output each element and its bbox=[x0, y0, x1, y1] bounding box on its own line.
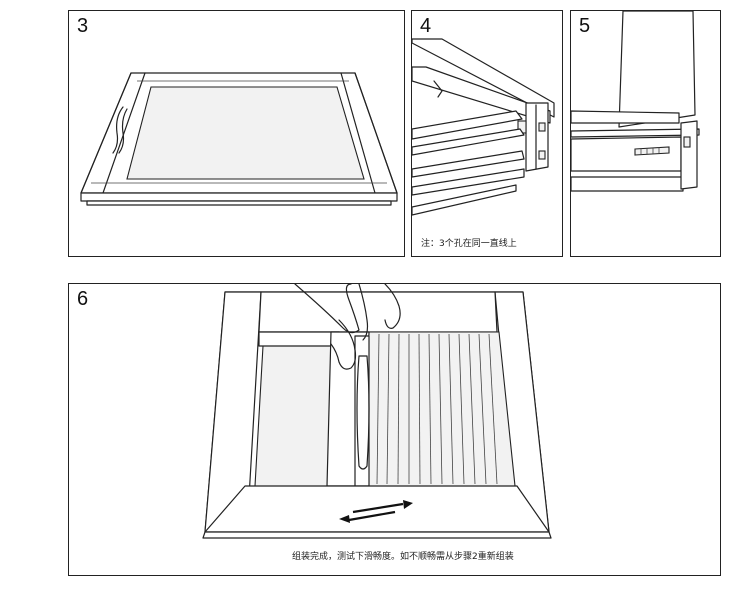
step-6-note: 组装完成，测试下滑畅度。如不顺畅需从步骤2重新组装 bbox=[292, 552, 514, 562]
step-3-panel: 3 bbox=[68, 10, 405, 257]
assembled-frame-illustration bbox=[202, 284, 552, 539]
step-4-note: 注：3个孔在同一直线上 bbox=[421, 239, 517, 249]
slide-direction-arrow bbox=[339, 500, 413, 523]
screw-detail-illustration bbox=[571, 11, 700, 192]
step-4-number: 4 bbox=[420, 15, 432, 37]
step-3-number: 3 bbox=[77, 15, 89, 37]
frame-illustration bbox=[80, 72, 398, 206]
corner-joint-illustration bbox=[412, 38, 555, 216]
step-5-number: 5 bbox=[579, 15, 591, 37]
step-5-panel: 5 bbox=[570, 10, 721, 257]
pleated-screen bbox=[364, 331, 516, 487]
step-6-number: 6 bbox=[77, 288, 89, 310]
step-6-panel: 6 bbox=[68, 283, 721, 576]
step-4-panel: 4 注：3个孔在同一直线上 bbox=[411, 10, 563, 257]
